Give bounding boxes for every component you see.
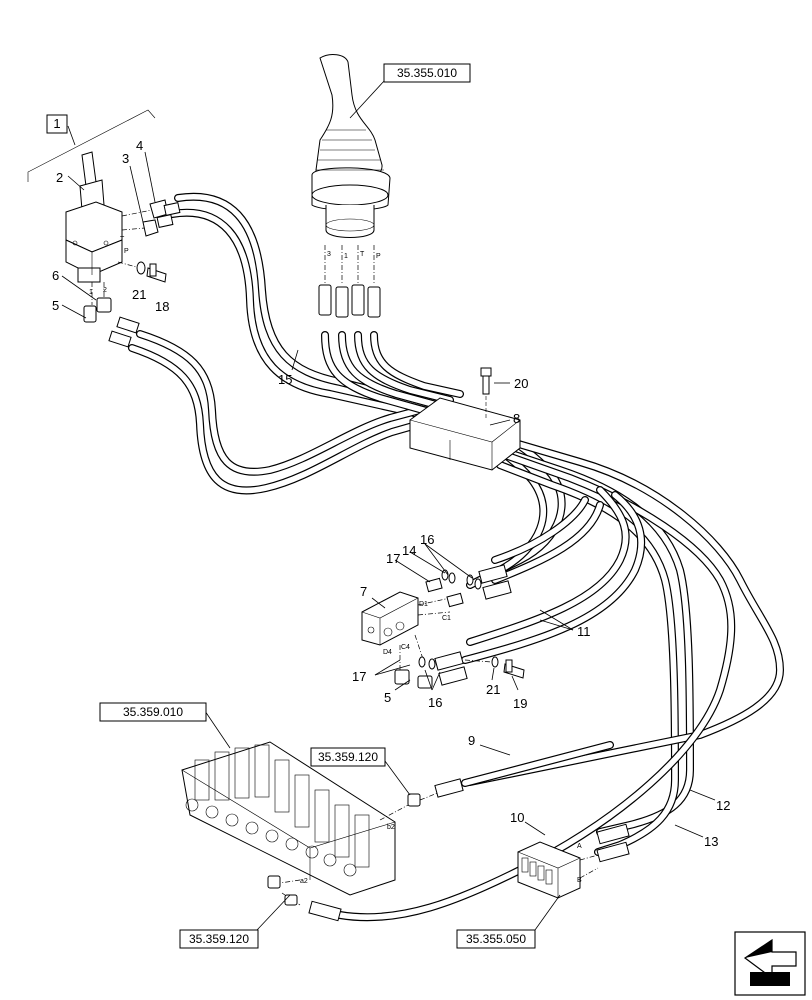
hose-loop-lower-b xyxy=(128,344,424,495)
callout-5b: 5 xyxy=(384,690,391,705)
port-A: A xyxy=(577,843,582,850)
navigation-arrow-icon[interactable] xyxy=(734,931,806,996)
ref-box-fitting-b2[interactable]: 35.359.120 xyxy=(310,747,386,767)
ref-box-diverter-block[interactable]: 35.355.050 xyxy=(456,929,536,949)
ref-label: 35.359.120 xyxy=(189,932,249,946)
callout-5: 5 xyxy=(52,298,59,313)
ref-label: 35.359.120 xyxy=(318,750,378,764)
callout-11: 11 xyxy=(577,624,591,639)
pilot-joystick-assembly xyxy=(311,54,391,318)
bolt-18-washer-21 xyxy=(117,261,167,283)
callout-19: 19 xyxy=(513,696,527,711)
callout-14: 14 xyxy=(402,543,416,558)
ref-box-pilot-joystick[interactable]: 35.355.010 xyxy=(383,63,471,83)
group-bracket xyxy=(27,109,156,182)
diverter-block xyxy=(517,823,630,899)
fittings-3-4 xyxy=(121,199,181,237)
callout-3: 3 xyxy=(122,151,129,166)
group-label: 1 xyxy=(53,116,60,131)
callout-20: 20 xyxy=(514,376,528,391)
callout-9: 9 xyxy=(468,733,475,748)
callout-10: 10 xyxy=(510,810,524,825)
port-C4: C4 xyxy=(401,644,410,651)
callout-21: 21 xyxy=(132,287,146,302)
callout-6: 6 xyxy=(52,268,59,283)
leader-lines xyxy=(61,79,716,931)
callout-2: 2 xyxy=(56,170,63,185)
hose-clamp xyxy=(409,397,521,471)
port-a2: a2 xyxy=(300,878,308,885)
hose-9 xyxy=(461,741,614,787)
hose-port-P: P xyxy=(376,253,381,260)
ref-label: 35.355.050 xyxy=(466,932,526,946)
ref-label: 35.355.010 xyxy=(397,66,457,80)
callout-15: 15 xyxy=(278,372,292,387)
callout-16b: 16 xyxy=(428,695,442,710)
hose-port-1: 1 xyxy=(344,253,348,260)
port-B: B xyxy=(577,877,582,884)
callout-18: 18 xyxy=(155,299,169,314)
ref-label: 35.359.010 xyxy=(123,705,183,719)
callout-8: 8 xyxy=(513,411,520,426)
hose-loop-to-a2 xyxy=(336,451,736,922)
port-labels: T P 1 2 3 1 T P D1 C1 C4 D4 b2 a2 A B xyxy=(89,236,582,885)
callout-4: 4 xyxy=(136,138,143,153)
hose-big-right-loop xyxy=(466,436,784,786)
port-1: 1 xyxy=(89,289,93,296)
port-T: T xyxy=(120,236,125,243)
port-b2: b2 xyxy=(387,824,395,831)
callout-21b: 21 xyxy=(486,682,500,697)
callout-17: 17 xyxy=(386,551,400,566)
callout-16: 16 xyxy=(420,532,434,547)
callout-17b: 17 xyxy=(352,669,366,684)
port-D4: D4 xyxy=(383,649,392,656)
port-2: 2 xyxy=(103,287,107,294)
small-joystick xyxy=(65,151,123,283)
callout-12: 12 xyxy=(716,798,730,813)
port-C1: C1 xyxy=(442,615,451,622)
ref-box-control-valve[interactable]: 35.359.010 xyxy=(99,702,207,722)
port-D1: D1 xyxy=(419,601,428,608)
control-valve-bank xyxy=(181,741,464,922)
hose-loop-upper-b xyxy=(168,208,548,589)
fittings-5-6 xyxy=(83,282,140,348)
bolt-20 xyxy=(480,367,492,418)
port-P: P xyxy=(124,248,129,255)
callout-numbers: 2 3 4 6 5 21 18 15 20 8 17 14 16 7 11 17… xyxy=(52,138,730,849)
valve-block-7 xyxy=(361,564,525,689)
hose-joystick-bundle xyxy=(321,331,464,416)
hose-bundle xyxy=(128,192,784,922)
hose-11 xyxy=(461,486,646,664)
group-label-box: 1 xyxy=(46,114,68,134)
hose-loop-lower-a xyxy=(136,330,424,476)
hose-port-T: T xyxy=(360,251,365,258)
callout-13: 13 xyxy=(704,834,718,849)
callout-7: 7 xyxy=(360,584,367,599)
ref-box-fitting-a2[interactable]: 35.359.120 xyxy=(179,929,259,949)
hose-port-3: 3 xyxy=(327,251,331,258)
